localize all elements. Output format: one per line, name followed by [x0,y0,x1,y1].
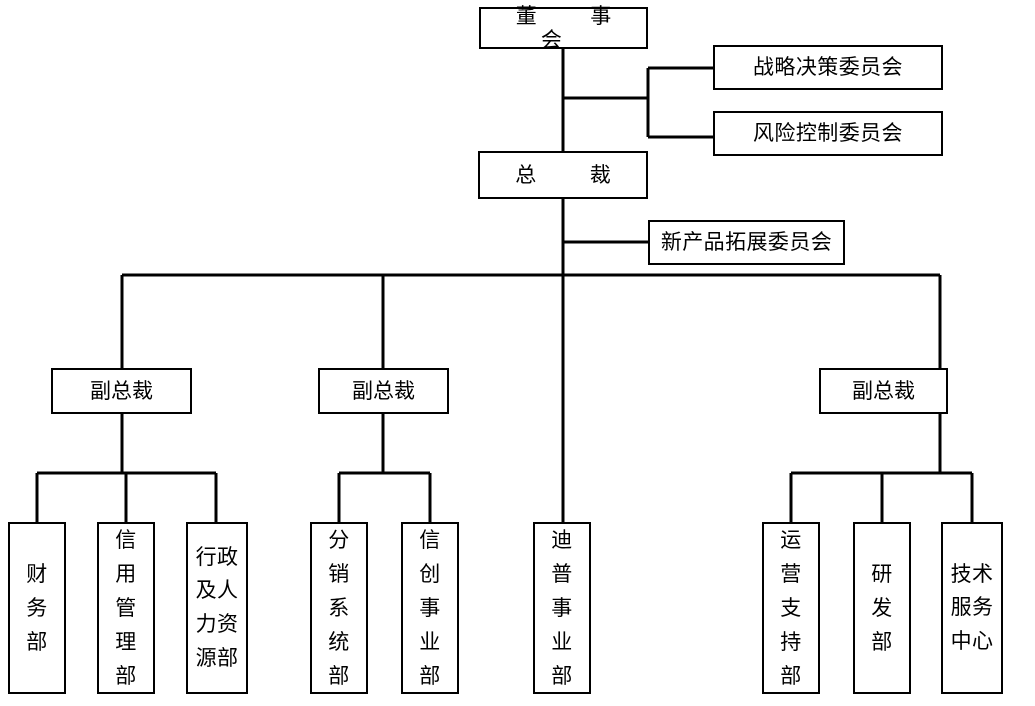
node-admin-hr-dept-label: 行政 及人 力资 源部 [195,544,239,670]
node-board-of-directors-label: 董 事 会 [515,3,636,52]
node-credit-mgmt-dept-label: 信 用 管 理 部 [115,527,137,689]
node-admin-hr-dept[interactable]: 行政 及人 力资 源部 [186,522,248,694]
node-president-label: 总 裁 [515,162,635,187]
node-new-product-committee[interactable]: 新产品拓展委员会 [648,220,845,265]
node-strategy-committee[interactable]: 战略决策委员会 [713,45,943,90]
node-strategy-committee-label: 战略决策委员会 [753,55,903,79]
node-rnd-dept[interactable]: 研 发 部 [853,522,911,694]
node-vp-center[interactable]: 副总裁 [318,368,449,414]
node-credit-mgmt-dept[interactable]: 信 用 管 理 部 [97,522,155,694]
node-xinchuang-dept[interactable]: 信 创 事 业 部 [401,522,459,694]
node-ops-support-dept-label: 运 营 支 持 部 [780,527,802,689]
node-risk-committee-label: 风险控制委员会 [753,121,903,145]
node-president[interactable]: 总 裁 [478,151,648,199]
node-xinchuang-dept-label: 信 创 事 业 部 [419,527,441,689]
node-dptech-dept-label: 迪 普 事 业 部 [551,527,573,689]
node-finance-dept[interactable]: 财 务 部 [8,522,66,694]
node-vp-left-label: 副总裁 [90,378,153,403]
node-vp-right[interactable]: 副总裁 [819,368,948,414]
node-tech-service-center-label: 技术 服务 中心 [950,561,994,653]
node-new-product-committee-label: 新产品拓展委员会 [660,230,833,254]
node-rnd-dept-label: 研 发 部 [871,561,893,654]
node-risk-committee[interactable]: 风险控制委员会 [713,111,943,156]
node-ops-support-dept[interactable]: 运 营 支 持 部 [762,522,820,694]
node-board-of-directors[interactable]: 董 事 会 [479,3,648,52]
node-vp-center-label: 副总裁 [352,378,415,403]
node-distribution-dept-label: 分 销 系 统 部 [328,527,350,689]
node-finance-dept-label: 财 务 部 [26,561,48,654]
node-tech-service-center[interactable]: 技术 服务 中心 [941,522,1003,694]
node-vp-left[interactable]: 副总裁 [51,368,192,414]
node-distribution-dept[interactable]: 分 销 系 统 部 [310,522,368,694]
node-dptech-dept[interactable]: 迪 普 事 业 部 [533,522,591,694]
node-vp-right-label: 副总裁 [852,378,915,403]
